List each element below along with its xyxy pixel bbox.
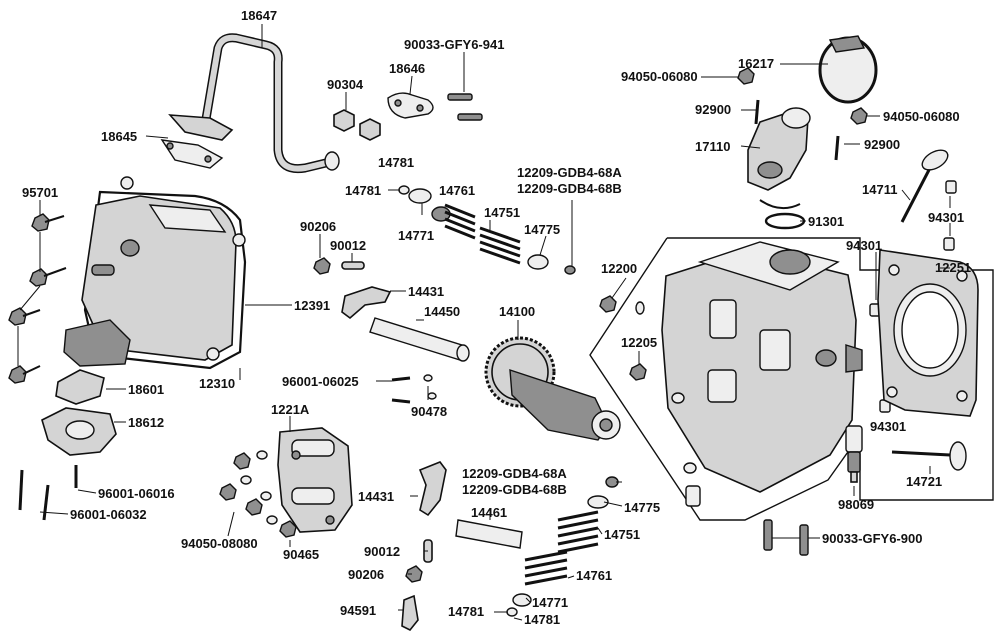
- callout-94591: 94591: [340, 603, 377, 618]
- callout-92900-b: 92900: [864, 137, 901, 152]
- callout-14461: 14461: [471, 505, 508, 520]
- callout-14761-b: 14761: [576, 568, 613, 583]
- callout-12310: 12310: [199, 376, 236, 391]
- plate-18601-part: [55, 369, 105, 405]
- callout-12251: 12251: [935, 260, 972, 275]
- studs-900-part: [763, 519, 809, 556]
- head-gasket-part: [877, 249, 979, 417]
- callout-90206-a: 90206: [300, 219, 337, 234]
- small-gasket-part: [387, 92, 434, 119]
- long-bolts-part: [18, 465, 78, 521]
- callout-94050-08080: 94050-08080: [181, 536, 258, 551]
- callout-18647: 18647: [241, 8, 278, 23]
- intake-manifold-part: [747, 107, 811, 210]
- callout-14781-d: 14781: [524, 612, 561, 627]
- cylinder-head-part: [661, 241, 863, 493]
- callout-14100: 14100: [499, 304, 536, 319]
- manifold-nuts-part: [737, 67, 868, 161]
- cover-bolts-part: [8, 213, 67, 384]
- callout-90033-gfy6-941: 90033-GFY6-941: [404, 37, 505, 52]
- callout-12209-b: 12209-GDB4-68B: [517, 181, 622, 196]
- callout-12209-c: 12209-GDB4-68A: [462, 466, 567, 481]
- callout-1221a: 1221A: [271, 402, 310, 417]
- callout-90033-gfy6-900: 90033-GFY6-900: [822, 531, 923, 546]
- callout-94301-b: 94301: [846, 238, 883, 253]
- exhaust-valve-part: [891, 441, 967, 471]
- callout-14771-b: 14771: [532, 595, 569, 610]
- callout-12209-d: 12209-GDB4-68B: [462, 482, 567, 497]
- valve-springs-bottom-part: [506, 476, 619, 617]
- breather-pipe-part: [168, 33, 340, 174]
- clip-94591-part: [401, 594, 419, 632]
- callout-14761-a: 14761: [439, 183, 476, 198]
- callout-14431-a: 14431: [408, 284, 445, 299]
- callout-94050-06080-a: 94050-06080: [621, 69, 698, 84]
- callout-94050-06080-b: 94050-06080: [883, 109, 960, 124]
- callout-94301-a: 94301: [928, 210, 965, 225]
- callout-98069: 98069: [838, 497, 875, 512]
- head-fittings-part: [599, 295, 701, 507]
- hose-clamp-part: [818, 35, 878, 104]
- callout-12209-a: 12209-GDB4-68A: [517, 165, 622, 180]
- callout-14781-a: 14781: [378, 155, 415, 170]
- callout-94301-c: 94301: [870, 419, 907, 434]
- callout-18646: 18646: [389, 61, 426, 76]
- callout-18645: 18645: [101, 129, 138, 144]
- valve-seals-part: [869, 180, 957, 413]
- callout-18601: 18601: [128, 382, 165, 397]
- callout-90465: 90465: [283, 547, 320, 562]
- callout-90478: 90478: [411, 404, 448, 419]
- callout-14771-a: 14771: [398, 228, 435, 243]
- pipe-gasket-part: [160, 139, 224, 169]
- rocker-pin-part: [455, 519, 523, 549]
- camshaft-part: [484, 336, 621, 441]
- cover-gasket-part: [83, 190, 247, 370]
- callout-12200: 12200: [601, 261, 638, 276]
- nuts-90304-part: [333, 109, 381, 141]
- studs-941-part: [447, 93, 483, 121]
- holder-nuts-part: [219, 450, 297, 538]
- small-bolts-06025-part: [391, 374, 437, 404]
- callout-14431-b: 14431: [358, 489, 395, 504]
- cover-18612-part: [41, 407, 117, 456]
- callout-14721: 14721: [906, 474, 943, 489]
- callout-18612: 18612: [128, 415, 165, 430]
- callout-90304: 90304: [327, 77, 364, 92]
- rocker-arm-bottom-part: [418, 461, 447, 517]
- adjuster-bottom-part: [405, 539, 433, 583]
- callout-14450: 14450: [424, 304, 461, 319]
- head-cover-part: [63, 176, 246, 367]
- leader-lines: [17, 24, 951, 621]
- intake-valve-part: [900, 149, 949, 223]
- callout-14711: 14711: [862, 182, 898, 197]
- adjuster-top-part: [313, 257, 365, 275]
- callout-14775-a: 14775: [524, 222, 561, 237]
- valve-springs-top-part: [398, 185, 576, 275]
- callout-12205: 12205: [621, 335, 658, 350]
- callout-14751-a: 14751: [484, 205, 521, 220]
- callout-92900-a: 92900: [695, 102, 732, 117]
- callout-96001-06025: 96001-06025: [282, 374, 359, 389]
- callout-14751-b: 14751: [604, 527, 641, 542]
- callout-96001-06032: 96001-06032: [70, 507, 147, 522]
- callout-90206-b: 90206: [348, 567, 385, 582]
- callout-16217: 16217: [738, 56, 775, 71]
- callout-14781-c: 14781: [448, 604, 485, 619]
- callout-14781-b: 14781: [345, 183, 382, 198]
- rocker-shaft-part: [369, 317, 470, 362]
- callout-90012-b: 90012: [364, 544, 401, 559]
- rocker-holder-part: [277, 427, 353, 533]
- spark-plug-part: [845, 425, 863, 483]
- callout-95701: 95701: [22, 185, 59, 200]
- rocker-arm-top-part: [341, 286, 392, 320]
- callout-90012-a: 90012: [330, 238, 367, 253]
- callout-12391: 12391: [294, 298, 331, 313]
- callout-91301: 91301: [808, 214, 845, 229]
- oring-part: [764, 212, 806, 230]
- callout-17110: 17110: [695, 139, 731, 154]
- callout-96001-06016: 96001-06016: [98, 486, 175, 501]
- callout-14775-b: 14775: [624, 500, 661, 515]
